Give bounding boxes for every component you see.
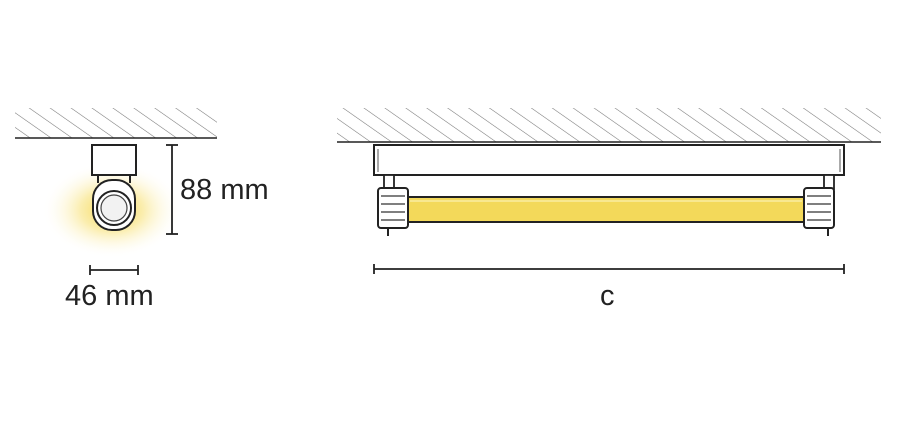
- mounting-rail: [373, 144, 845, 176]
- bracket-left: [377, 174, 409, 236]
- tube-end-inner: [100, 194, 128, 222]
- height-dimension: [166, 144, 178, 235]
- length-dimension: [373, 264, 845, 274]
- width-label: 46 mm: [65, 280, 154, 312]
- mount-block: [91, 144, 137, 176]
- ceiling-left: [15, 108, 217, 139]
- height-label: 88 mm: [180, 174, 269, 206]
- bracket-right: [803, 174, 835, 236]
- end-view: 88 mm 46 mm: [15, 108, 269, 312]
- ceiling-right: [337, 108, 881, 143]
- length-label: c: [600, 280, 615, 312]
- side-view: c: [337, 108, 881, 312]
- width-dimension: [89, 265, 139, 275]
